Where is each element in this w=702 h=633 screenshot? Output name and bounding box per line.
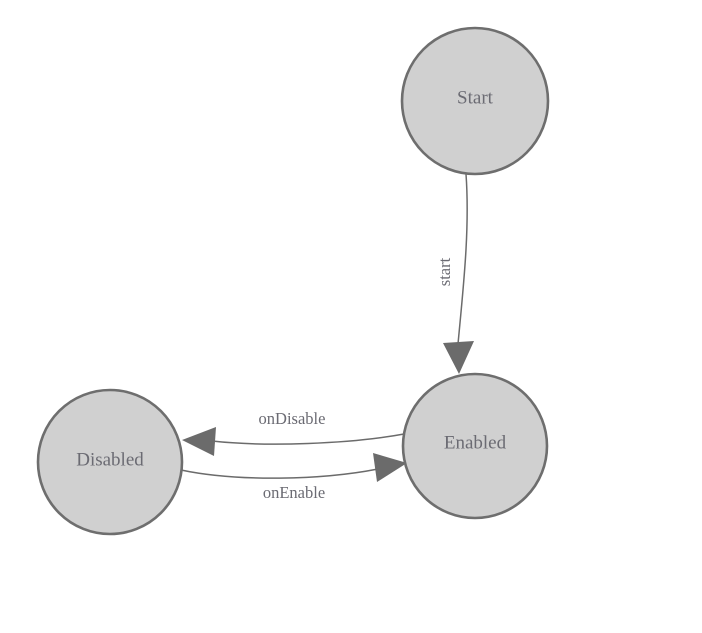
- edge-start-to-enabled[interactable]: start: [435, 173, 474, 374]
- state-node-disabled-circle[interactable]: [36, 388, 184, 536]
- state-node-start[interactable]: Start: [400, 26, 550, 176]
- edge-path-enabled-to-disabled: [211, 433, 405, 445]
- state-node-disabled[interactable]: Disabled: [36, 388, 184, 536]
- state-node-enabled-label: Enabled: [444, 432, 507, 453]
- edge-path-disabled-to-enabled: [180, 468, 379, 479]
- state-node-enabled[interactable]: Enabled: [401, 372, 549, 520]
- edge-label-start: start: [435, 257, 454, 286]
- state-node-disabled-label: Disabled: [76, 449, 144, 470]
- arrowhead-left-icon: [182, 427, 216, 456]
- edge-label-on-enable: onEnable: [263, 483, 325, 502]
- edge-disabled-to-enabled[interactable]: onEnable: [180, 453, 407, 502]
- edge-path-start-to-enabled: [457, 173, 468, 345]
- state-node-start-label: Start: [457, 87, 494, 108]
- arrowhead-down-icon: [443, 341, 474, 374]
- edge-enabled-to-disabled[interactable]: onDisable: [182, 409, 405, 456]
- edge-label-on-disable: onDisable: [259, 409, 326, 428]
- state-node-enabled-circle[interactable]: [401, 372, 549, 520]
- state-node-start-circle[interactable]: [400, 26, 550, 176]
- arrowhead-right-icon: [373, 453, 407, 482]
